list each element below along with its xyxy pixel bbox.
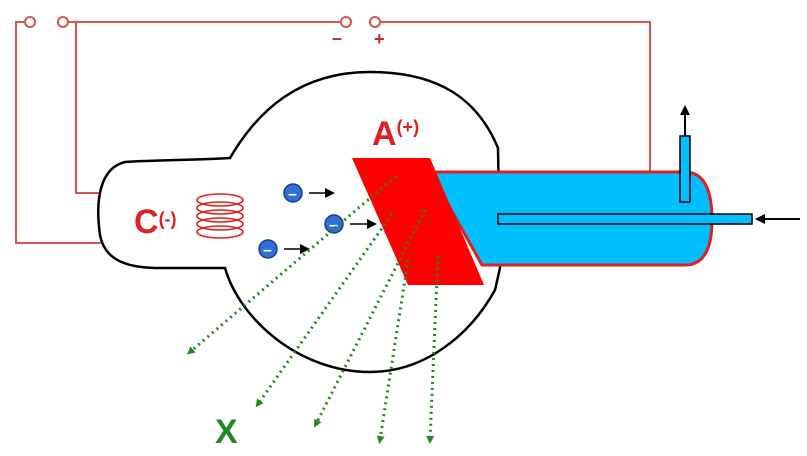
tube-envelope — [97, 70, 502, 374]
terminal-circle-icon — [57, 16, 69, 28]
xray-beams — [186, 174, 440, 444]
xray-beam — [426, 255, 440, 444]
cathode-charge: (-) — [159, 209, 177, 229]
xray-beam — [376, 259, 410, 444]
terminals — [24, 16, 381, 28]
coolant-outlet-pipe — [679, 135, 691, 203]
wire-top-positive — [379, 21, 651, 172]
electron-icon: – — [324, 214, 377, 234]
cathode-letter: C — [134, 203, 159, 241]
wire-cathode-outer — [15, 21, 110, 244]
xray-beam — [255, 213, 394, 408]
terminal-negative-label: – — [332, 28, 342, 48]
electrons: – – – — [258, 183, 377, 259]
xray-label: X — [215, 413, 238, 451]
anode-label: A(+) — [372, 115, 419, 153]
electron-icon: – — [258, 239, 310, 259]
svg-text:–: – — [263, 242, 272, 259]
svg-text:–: – — [329, 217, 338, 234]
filament-coil-icon — [196, 193, 244, 239]
cathode-label: C(-) — [134, 203, 177, 241]
terminal-circle-icon — [340, 16, 352, 28]
xray-beam — [314, 209, 427, 428]
terminal-circle-icon — [24, 16, 36, 28]
terminal-positive-label: + — [374, 29, 385, 49]
coolant-inlet-pipe — [497, 213, 753, 225]
anode-charge: (+) — [397, 117, 420, 137]
electron-icon: – — [283, 183, 335, 203]
terminal-circle-icon — [369, 16, 381, 28]
coolant-pipes — [497, 105, 800, 225]
svg-text:–: – — [288, 186, 297, 203]
anode-letter: A — [372, 115, 397, 153]
